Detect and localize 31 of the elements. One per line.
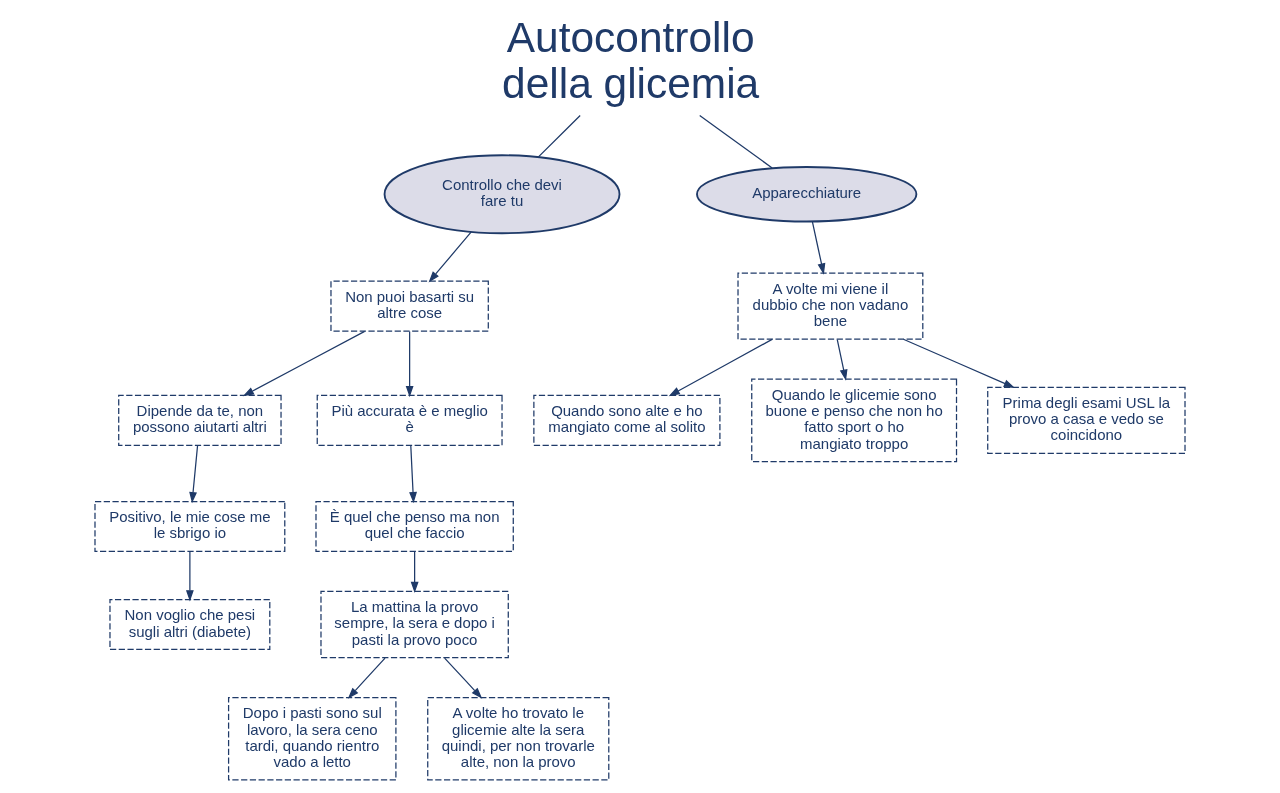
arrow: [409, 445, 417, 504]
arrow: [811, 221, 826, 275]
node-box: Quando sono alte e ho mangiato come al solito: [533, 394, 721, 446]
node-box: Quando le glicemie sono buone e penso che non ho fatto sport o ho mangiato troppo: [751, 378, 958, 463]
node-box: Non voglio che pesi sugli altri (diabete): [109, 598, 271, 651]
connector: [699, 114, 773, 169]
node-box: Dopo i pasti sono sul lavoro, la sera ceno tardi, quando rientro vado a letto: [227, 696, 397, 781]
node-box: Non puoi basarti su altre cose: [330, 280, 489, 332]
node-box: Dipende da te, non possono aiutarti altri: [118, 394, 282, 446]
connector: [537, 114, 581, 158]
node-box: Prima degli esami USL la provo a casa e vedo se coincidono: [987, 386, 1186, 455]
node-box: È quel che penso ma non quel che faccio: [315, 500, 514, 553]
node-box: A volte ho trovato le glicemie alte la sera quindi, per non trovarle alte, non la provo: [427, 696, 610, 781]
node-ellipse: Apparecchiature: [696, 166, 918, 223]
node-box: Più accurata è e meglio è: [316, 394, 503, 446]
node-box: A volte mi viene il dubbio che non vadano bene: [737, 272, 924, 340]
arrow: [444, 657, 483, 699]
node-box: Positivo, le mie cose me le sbrigo io: [94, 500, 286, 553]
arrow: [410, 551, 419, 594]
arrow: [242, 330, 366, 397]
arrow: [189, 445, 199, 504]
arrow: [902, 338, 1015, 388]
node-box: La mattina la provo sempre, la sera e dopo i pasti la provo poco: [320, 590, 509, 659]
arrow: [347, 657, 386, 699]
arrow: [185, 551, 194, 602]
arrow: [668, 338, 773, 397]
node-ellipse: Controllo che devi fare tu: [383, 154, 621, 235]
arrow: [428, 231, 472, 283]
node-text: Autocontrollo della glicemia: [502, 14, 760, 108]
arrow: [405, 331, 414, 398]
arrow: [836, 339, 848, 381]
